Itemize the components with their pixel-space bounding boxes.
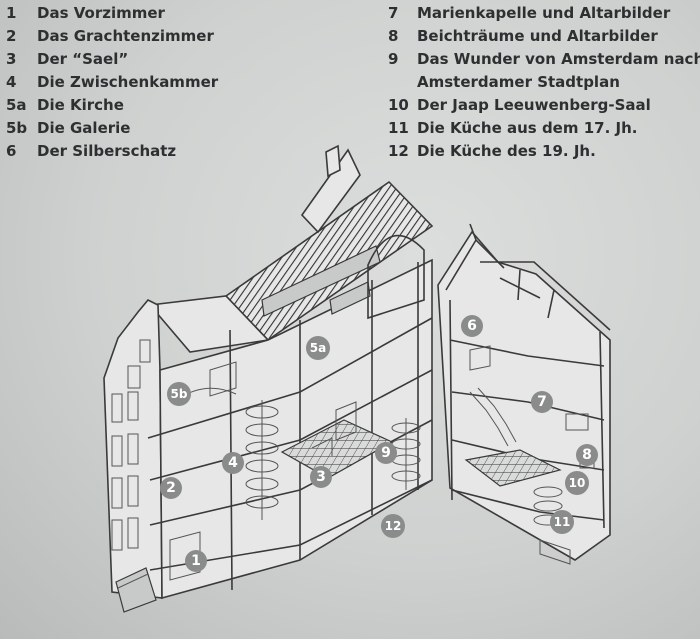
room-marker-12: 12 xyxy=(381,514,405,538)
legend-label: Die Galerie xyxy=(37,119,131,137)
legend-number: 12 xyxy=(388,142,409,160)
svg-text:2: 2 xyxy=(166,480,176,496)
left-house-cutaway xyxy=(103,144,434,613)
legend-label: Der Jaap Leeuwenberg-Saal xyxy=(417,96,651,114)
legend-number: 4 xyxy=(6,73,17,91)
room-marker-4: 4 xyxy=(222,452,244,474)
svg-text:9: 9 xyxy=(381,445,391,461)
room-marker-7: 7 xyxy=(531,391,553,413)
legend-number: 9 xyxy=(388,50,399,68)
legend-number: 11 xyxy=(388,119,409,137)
room-marker-5a: 5a xyxy=(306,336,330,360)
svg-text:5a: 5a xyxy=(310,341,326,355)
legend-label: Beichträume und Altarbilder xyxy=(417,27,658,45)
legend-label: Der Silberschatz xyxy=(37,142,177,160)
room-marker-9: 9 xyxy=(375,442,397,464)
room-marker-2: 2 xyxy=(160,477,182,499)
legend-number: 3 xyxy=(6,50,17,68)
legend-label: Das Wunder von Amsterdam nach xyxy=(417,50,700,68)
room-marker-1: 1 xyxy=(185,550,207,572)
legend-label: Amsterdamer Stadtplan xyxy=(417,73,620,91)
legend-number: 10 xyxy=(388,96,409,114)
svg-text:10: 10 xyxy=(569,476,586,490)
room-marker-5b: 5b xyxy=(167,382,191,406)
legend-label: Die Zwischenkammer xyxy=(37,73,219,91)
legend-label: Marienkapelle und Altarbilder xyxy=(417,4,671,22)
room-marker-10: 10 xyxy=(565,471,589,495)
legend-label: Der “Sael” xyxy=(37,50,129,68)
svg-text:7: 7 xyxy=(537,394,547,410)
legend-number: 6 xyxy=(6,142,17,160)
svg-text:8: 8 xyxy=(582,447,592,463)
legend-label: Die Küche aus dem 17. Jh. xyxy=(417,119,638,137)
legend-number: 8 xyxy=(388,27,399,45)
svg-text:4: 4 xyxy=(228,455,238,471)
legend-number: 7 xyxy=(388,4,399,22)
room-marker-8: 8 xyxy=(576,444,598,466)
svg-text:6: 6 xyxy=(467,318,477,334)
legend-number: 5a xyxy=(6,96,27,114)
legend-label: Die Kirche xyxy=(37,96,124,114)
legend-number: 2 xyxy=(6,27,17,45)
legend-label: Das Grachtenzimmer xyxy=(37,27,214,45)
svg-text:5b: 5b xyxy=(171,387,188,401)
svg-text:1: 1 xyxy=(191,553,201,569)
right-house-cutaway xyxy=(437,223,611,565)
legend-label: Die Küche des 19. Jh. xyxy=(417,142,596,160)
legend-number: 1 xyxy=(6,4,17,22)
room-marker-6: 6 xyxy=(461,315,483,337)
room-marker-3: 3 xyxy=(310,466,332,488)
legend-label: Das Vorzimmer xyxy=(37,4,165,22)
legend-number: 5b xyxy=(6,119,28,137)
room-marker-11: 11 xyxy=(550,510,574,534)
svg-text:3: 3 xyxy=(316,469,326,485)
svg-text:11: 11 xyxy=(554,515,571,529)
svg-text:12: 12 xyxy=(385,519,402,533)
